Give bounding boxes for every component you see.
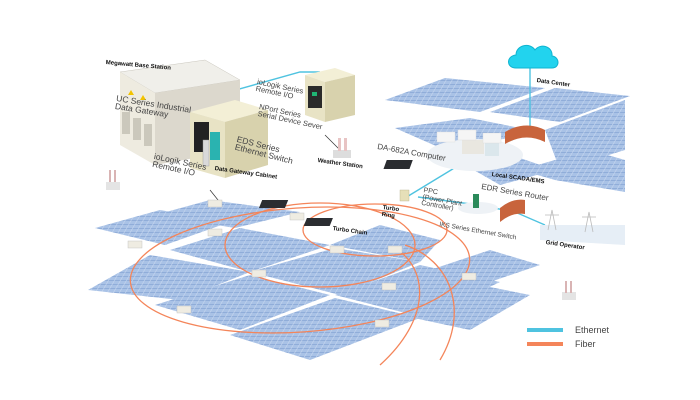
- solar-block: [400, 285, 530, 330]
- solar-block: [88, 255, 250, 300]
- inverter-icon: [176, 305, 192, 314]
- solar-field-front: [88, 200, 540, 360]
- solar-block: [385, 78, 545, 112]
- inverter-icon: [127, 240, 143, 249]
- transmission-tower-icon: [106, 170, 120, 190]
- eds-switch-device: [210, 132, 220, 160]
- ethernet-swatch: [527, 328, 563, 332]
- fiber-links: [129, 202, 471, 366]
- inverter-icon: [207, 228, 223, 237]
- fiber-ring-middle: [224, 202, 416, 288]
- solar-block: [230, 298, 420, 360]
- inverter-icon: [251, 269, 267, 278]
- firewall-icon: [500, 199, 525, 222]
- da682a-computer: [383, 160, 413, 169]
- solar-block: [250, 248, 420, 295]
- inverter-icon: [461, 272, 477, 281]
- legend-label: Fiber: [575, 339, 596, 349]
- fiber-turbo-chain: [302, 203, 448, 257]
- fiber-ring-outer: [129, 206, 471, 334]
- legend-item-ethernet: Ethernet: [527, 323, 609, 337]
- transmission-tower-icon: [545, 209, 559, 231]
- solar-block: [490, 88, 630, 122]
- ethernet-link: [404, 166, 457, 199]
- grid-operator: [540, 209, 625, 245]
- solar-block: [155, 200, 300, 228]
- inverter-icon: [374, 319, 390, 328]
- legend: Ethernet Fiber: [527, 323, 609, 351]
- solar-block: [170, 228, 330, 272]
- transmission-tower-icon: [582, 211, 596, 233]
- weather-downlink: [324, 134, 341, 151]
- cloud-icon: [508, 44, 559, 69]
- iks-switch: [258, 200, 289, 208]
- label-turbo-ring: Turbo Ring: [381, 205, 400, 220]
- router-icon: [458, 194, 498, 214]
- data-gateway-cabinet: [190, 100, 268, 178]
- weather-station-cabinet: [305, 68, 355, 122]
- local-scada-ems: [427, 129, 523, 171]
- solar-block: [520, 150, 625, 192]
- legend-label: Ethernet: [575, 325, 610, 335]
- solar-block: [335, 265, 500, 318]
- inverter-icon: [381, 282, 397, 291]
- inverter-icon: [289, 212, 305, 221]
- inverter-icon: [387, 245, 403, 254]
- solar-block: [155, 275, 330, 330]
- solar-block: [545, 100, 625, 170]
- transmission-tower-icon: [562, 281, 576, 300]
- inverters: [127, 199, 477, 328]
- weather-station-icon: [333, 138, 351, 158]
- legend-item-fiber: Fiber: [527, 337, 609, 351]
- iologik-device: [202, 139, 210, 167]
- inverter-icon: [207, 199, 223, 208]
- ppc-controller: [399, 189, 410, 202]
- iks-switch: [303, 218, 333, 226]
- solar-block: [430, 250, 540, 282]
- fiber-swatch: [527, 342, 563, 346]
- firewall-icon: [505, 125, 545, 144]
- inverter-icon: [329, 245, 345, 254]
- fiber-link: [404, 244, 455, 361]
- fiber-link: [379, 247, 421, 366]
